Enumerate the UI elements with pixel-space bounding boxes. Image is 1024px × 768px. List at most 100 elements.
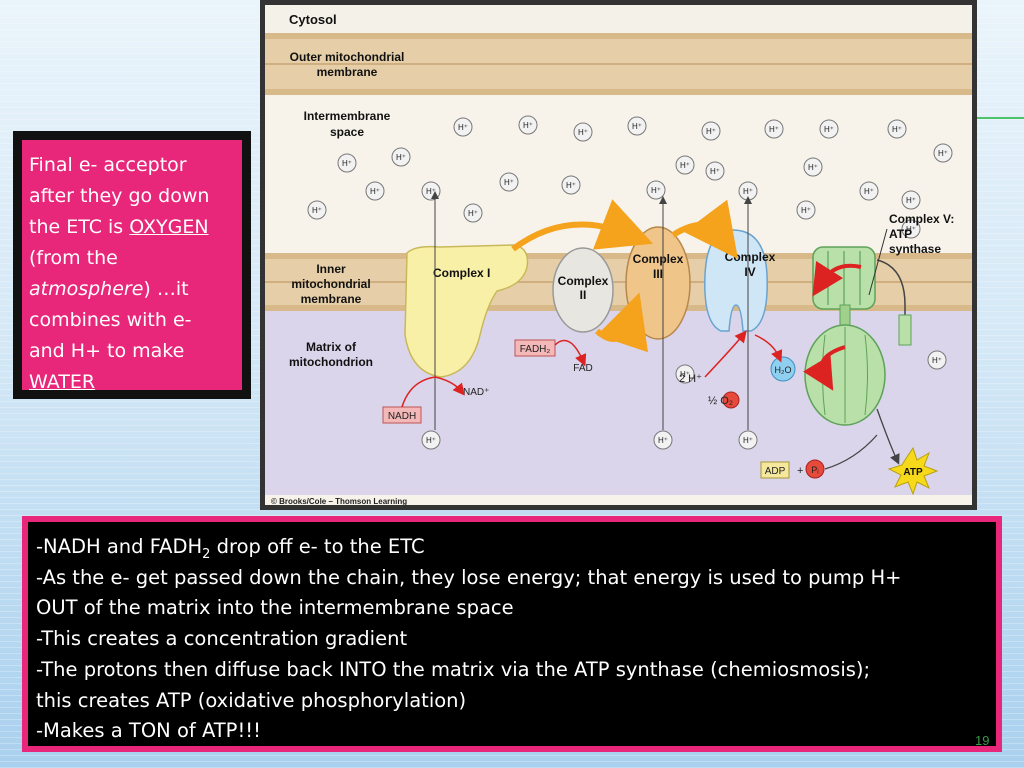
proton-circle [701, 121, 721, 141]
final-line-7: and H+ to make [29, 340, 185, 362]
proton-label: H⁺ [658, 436, 668, 445]
complex-4-label-b: IV [744, 265, 755, 279]
proton-circle [819, 119, 839, 139]
proton-circle [933, 143, 953, 163]
final-line-4: (from the [29, 247, 118, 269]
credit-label: © Brooks/Cole – Thomson Learning [271, 497, 407, 505]
complex-1-label: Complex I [433, 266, 490, 280]
proton-label: H⁺ [808, 163, 818, 172]
summary-line-7: -Makes a TON of ATP!!! [36, 719, 261, 743]
matrix-label-2: mitochondrion [289, 355, 373, 369]
final-line-3-pre: the ETC is [29, 216, 130, 238]
fadh2-label: FADH₂ [520, 344, 551, 355]
outer-membrane-label-2: membrane [317, 65, 378, 79]
proton-label: H⁺ [342, 159, 352, 168]
summary-line-4: -This creates a concentration gradient [36, 627, 408, 651]
complex-5-label-a: Complex V: [889, 212, 954, 226]
two-h-arrow [704, 330, 747, 378]
proton-label: H⁺ [504, 178, 514, 187]
proton-circle [738, 430, 758, 450]
proton-label: H⁺ [801, 206, 811, 215]
proton-circle [705, 161, 725, 181]
proton-circle [887, 119, 907, 139]
outer-membrane [265, 33, 972, 95]
proton-circle [463, 203, 483, 223]
adp-label: ADP [765, 466, 786, 477]
outer-membrane-label-1: Outer mitochondrial [290, 50, 405, 64]
proton-label: H⁺ [468, 209, 478, 218]
proton-label: H⁺ [892, 125, 902, 134]
cytosol-region [265, 5, 972, 33]
proton-circle [573, 122, 593, 142]
summary-box: -NADH and FADH2 drop off e- to the ETC -… [22, 516, 1002, 752]
fadh2-box [514, 339, 556, 357]
complex-3-label-b: III [653, 267, 663, 281]
proton-circle [561, 175, 581, 195]
proton-label: H⁺ [312, 206, 322, 215]
proton-label: H⁺ [932, 356, 942, 365]
oxygen-circle [722, 391, 740, 409]
summary-line-3: OUT of the matrix into the intermembrane… [36, 596, 514, 620]
proton-circle [803, 157, 823, 177]
complex-4-label-a: Complex [725, 250, 776, 264]
fadh2-arrow [554, 339, 587, 367]
summary-line-5: -The protons then diffuse back INTO the … [36, 657, 871, 681]
proton-label: H⁺ [426, 187, 436, 196]
proton-circle [675, 364, 695, 384]
plus-sign: + [797, 465, 803, 477]
atp-output-arrow [876, 408, 900, 465]
proton-label: H⁺ [458, 123, 468, 132]
matrix-label-1: Matrix of [306, 340, 357, 354]
atmosphere-word: atmosphere [29, 278, 144, 300]
complex-3: Complex III [625, 226, 691, 340]
adp-box [760, 461, 790, 479]
nadh-arrow [401, 376, 465, 408]
proton-label: H⁺ [743, 436, 753, 445]
proton-circle [901, 219, 921, 239]
water-word: WATER [29, 371, 96, 393]
intermembrane-label-2: space [330, 125, 364, 139]
proton-label: H⁺ [706, 127, 716, 136]
credit-strip [265, 495, 972, 505]
proton-circle [646, 180, 666, 200]
fadh2-subscript: 2 [202, 546, 211, 562]
proton-label: H⁺ [370, 187, 380, 196]
complex-5-label-b: ATP [889, 227, 912, 241]
proton-label: H⁺ [680, 370, 690, 379]
proton-label: H⁺ [651, 186, 661, 195]
fad-label: FAD [573, 363, 592, 374]
proton-label: H⁺ [906, 225, 916, 234]
atp-burst-icon [887, 446, 939, 496]
intermembrane-label-1: Intermembrane [304, 109, 391, 123]
proton-circle [337, 153, 357, 173]
h2o-label: H₂O [775, 365, 792, 375]
proton-circle [675, 155, 695, 175]
final-line-6: combines with e- [29, 309, 192, 331]
proton-circle [627, 116, 647, 136]
summary-text: -NADH and FADH2 drop off e- to the ETC -… [28, 522, 996, 746]
summary-line-1-pre: -NADH and FADH [36, 535, 203, 558]
electron-arrow-1 [511, 199, 654, 252]
proton-label: H⁺ [578, 128, 588, 137]
proton-circle [927, 350, 947, 370]
electron-arrow-3 [671, 199, 739, 259]
proton-circle [499, 172, 519, 192]
etc-diagram-frame: Cytosol Outer mitochondrial membrane Int… [260, 0, 977, 510]
proton-label: H⁺ [743, 187, 753, 196]
atp-label: ATP [903, 467, 923, 478]
proton-label: H⁺ [710, 167, 720, 176]
proton-label: H⁺ [426, 436, 436, 445]
final-line-2: after they go down [29, 185, 210, 207]
complex-1: Complex I [404, 244, 529, 378]
accent-line [975, 117, 1024, 119]
summary-line-6: this creates ATP (oxidative phosphorylat… [36, 688, 467, 712]
final-line-5: atmosphere) …it [29, 274, 234, 305]
proton-label: H⁺ [566, 181, 576, 190]
proton-label: H⁺ [769, 125, 779, 134]
proton-label: H⁺ [824, 125, 834, 134]
complex-2: Complex II [552, 247, 614, 333]
proton-label: H⁺ [632, 122, 642, 131]
complex-2-label-b: II [580, 288, 587, 302]
proton-circle [796, 200, 816, 220]
complex-3-label-a: Complex [633, 252, 684, 266]
